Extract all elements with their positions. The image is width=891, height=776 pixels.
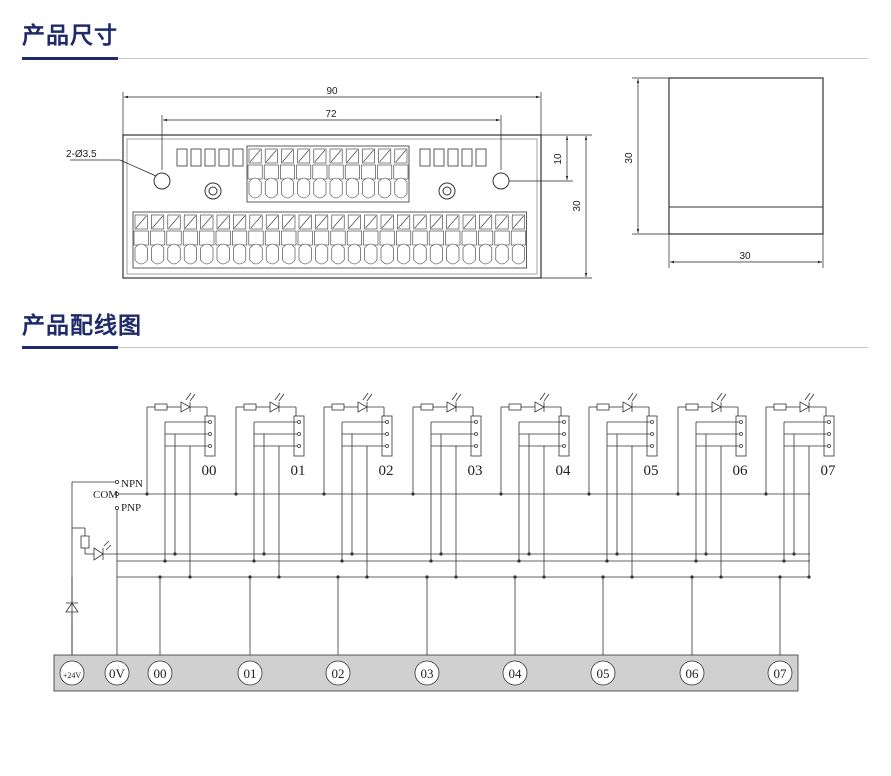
wiring-section-title: 产品配线图 [22, 313, 142, 339]
dimension-front-height: 30 [572, 200, 583, 212]
terminal-circle [59, 660, 85, 686]
channel-label: 02 [379, 463, 394, 479]
dimensions-title-underline [22, 57, 118, 60]
input-label-com: COM [93, 489, 118, 501]
terminal-label: 0V [109, 666, 126, 681]
dimension-hole-offset: 10 [553, 153, 564, 165]
channel-label: 06 [733, 463, 749, 479]
dimensions-section-title: 产品尺寸 [22, 23, 118, 49]
dimension-lines-side [632, 77, 824, 268]
terminal-label: 02 [332, 666, 345, 681]
channel-label: 05 [644, 463, 659, 479]
terminal-circle [237, 660, 263, 686]
indicator-windows-left [176, 148, 244, 167]
dimension-lines-front [70, 92, 592, 279]
terminal-circle [590, 660, 616, 686]
mounting-hole-right [492, 172, 510, 190]
dimension-side-height: 30 [624, 152, 635, 164]
terminal-label: +24V [63, 671, 82, 680]
terminal-label: 07 [774, 666, 788, 681]
wiring-title-underline [22, 346, 118, 349]
terminal-label: 03 [421, 666, 434, 681]
input-label-npn: NPN [121, 478, 143, 490]
front-view [122, 134, 542, 279]
channel-label: 01 [291, 463, 306, 479]
terminal-circle [502, 660, 528, 686]
mounting-hole-left [153, 172, 171, 190]
terminal-label: 04 [509, 666, 523, 681]
input-label-pnp: PNP [121, 502, 141, 514]
terminal-circle [767, 660, 793, 686]
wiring-divider [22, 347, 868, 348]
terminal-label: 05 [597, 666, 610, 681]
channel-label: 04 [556, 463, 572, 479]
side-view [668, 77, 824, 235]
channel-label: 07 [821, 463, 837, 479]
wiring-diagram [65, 392, 835, 655]
dimensions-divider [22, 58, 868, 59]
dimension-side-width: 30 [739, 251, 751, 262]
channel-label: 03 [468, 463, 483, 479]
terminal-label: 06 [686, 666, 700, 681]
dimension-hole-spacing: 72 [325, 109, 337, 120]
top-terminal-block [246, 145, 410, 203]
terminal-label: 00 [154, 666, 167, 681]
indicator-windows-right [419, 148, 487, 167]
terminal-circle [147, 660, 173, 686]
terminal-circle [325, 660, 351, 686]
dimension-front-width: 90 [326, 86, 338, 97]
dimension-hole-label: 2-Ø3.5 [66, 149, 97, 160]
terminal-circle [679, 660, 705, 686]
terminal-label: 01 [244, 666, 257, 681]
terminal-circle [104, 660, 130, 686]
terminal-circle [414, 660, 440, 686]
channel-label: 00 [202, 463, 217, 479]
bottom-terminal-block [132, 211, 528, 269]
